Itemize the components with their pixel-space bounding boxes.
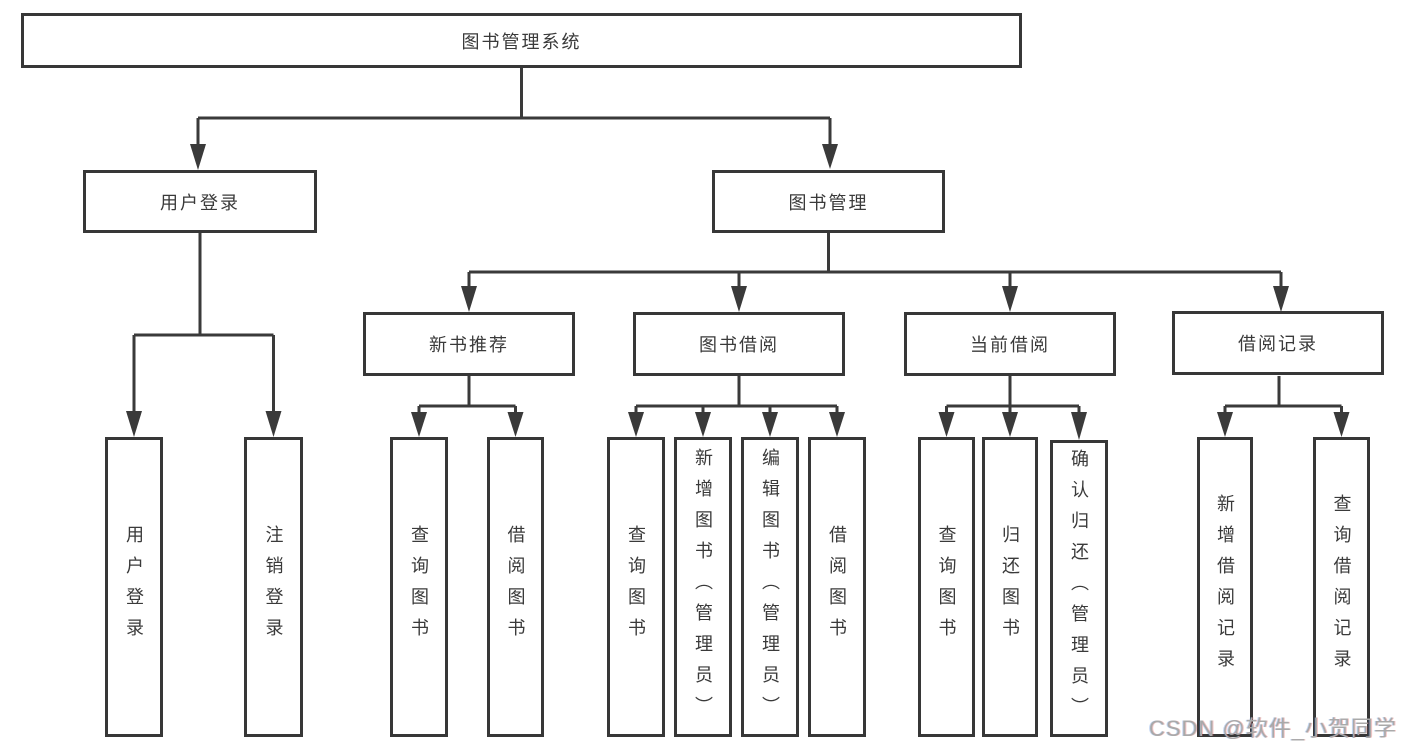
leaf-borrow-books-recommend: 借阅图书 <box>487 437 544 737</box>
arrowhead <box>190 144 206 170</box>
arrowhead <box>1333 412 1350 437</box>
arrowhead <box>126 411 142 437</box>
arrowhead <box>731 286 747 312</box>
leaf-label: 新增图书（管理员） <box>693 447 713 727</box>
leaf-confirm-return-admin: 确认归还（管理员） <box>1050 440 1108 737</box>
connector-new-book-children <box>417 376 517 414</box>
connector-records-children <box>1223 376 1343 414</box>
node-label: 借阅记录 <box>1238 334 1318 354</box>
node-user-login: 用户登录 <box>83 170 317 233</box>
connector-book-mgmt-children <box>467 233 1283 288</box>
arrowhead <box>507 412 524 437</box>
arrowhead <box>1071 412 1087 440</box>
arrowhead <box>265 411 282 437</box>
connector-user-login-children <box>132 233 275 413</box>
leaf-edit-books-admin: 编辑图书（管理员） <box>741 437 799 737</box>
node-label: 图书管理系统 <box>461 31 582 52</box>
arrowheads <box>126 144 1350 440</box>
leaf-label: 归还图书 <box>1000 525 1020 649</box>
arrowhead <box>1002 286 1018 312</box>
node-borrowing-records: 借阅记录 <box>1172 311 1384 375</box>
leaf-label: 查询图书 <box>626 525 646 649</box>
arrowhead <box>1273 286 1289 312</box>
arrowhead <box>695 412 711 437</box>
arrowhead <box>461 286 477 312</box>
leaf-label: 注销登录 <box>263 525 284 649</box>
leaf-logout: 注销登录 <box>244 437 303 737</box>
arrowhead <box>829 412 845 437</box>
arrowhead <box>938 412 955 437</box>
leaf-label: 借阅图书 <box>505 525 526 649</box>
leaf-label: 编辑图书（管理员） <box>760 447 780 727</box>
leaf-query-books-recommend: 查询图书 <box>390 437 448 737</box>
leaf-query-books-current: 查询图书 <box>918 437 975 737</box>
leaf-query-borrow-record: 查询借阅记录 <box>1313 437 1370 737</box>
leaf-user-login: 用户登录 <box>105 437 163 737</box>
node-label: 图书管理 <box>788 192 869 213</box>
leaf-label: 借阅图书 <box>827 525 847 649</box>
connector-root-to-level2 <box>196 68 832 146</box>
node-label: 图书借阅 <box>699 335 779 355</box>
node-library-management-system: 图书管理系统 <box>21 13 1022 68</box>
arrowhead <box>1217 412 1233 437</box>
leaf-borrow-books: 借阅图书 <box>808 437 866 737</box>
leaf-return-books: 归还图书 <box>982 437 1038 737</box>
arrowhead <box>822 144 838 169</box>
leaf-add-borrow-record: 新增借阅记录 <box>1197 437 1253 737</box>
leaf-label: 查询图书 <box>936 525 957 649</box>
leaf-label: 查询借阅记录 <box>1331 494 1352 680</box>
connector-borrow-children <box>634 376 839 414</box>
leaf-add-books-admin: 新增图书（管理员） <box>674 437 732 737</box>
arrowhead <box>411 412 427 437</box>
arrowhead <box>628 412 644 437</box>
connector-strokes <box>132 68 1343 414</box>
leaf-label: 用户登录 <box>124 525 144 649</box>
leaf-query-books-borrow: 查询图书 <box>607 437 665 737</box>
leaf-label: 查询图书 <box>409 525 429 649</box>
node-label: 新书推荐 <box>429 335 509 355</box>
arrowhead <box>1002 412 1018 437</box>
node-new-book-recommendation: 新书推荐 <box>363 312 575 376</box>
csdn-watermark: CSDN @软件_小贺同学 <box>1148 716 1397 741</box>
arrowhead <box>762 412 778 437</box>
connector-current-children <box>945 376 1081 414</box>
node-label: 当前借阅 <box>970 335 1050 355</box>
leaf-label: 确认归还（管理员） <box>1069 449 1089 728</box>
node-book-borrowing: 图书借阅 <box>633 312 845 376</box>
node-label: 用户登录 <box>160 192 240 213</box>
node-current-borrowing: 当前借阅 <box>904 312 1116 376</box>
leaf-label: 新增借阅记录 <box>1215 494 1235 680</box>
node-book-management: 图书管理 <box>712 170 945 233</box>
